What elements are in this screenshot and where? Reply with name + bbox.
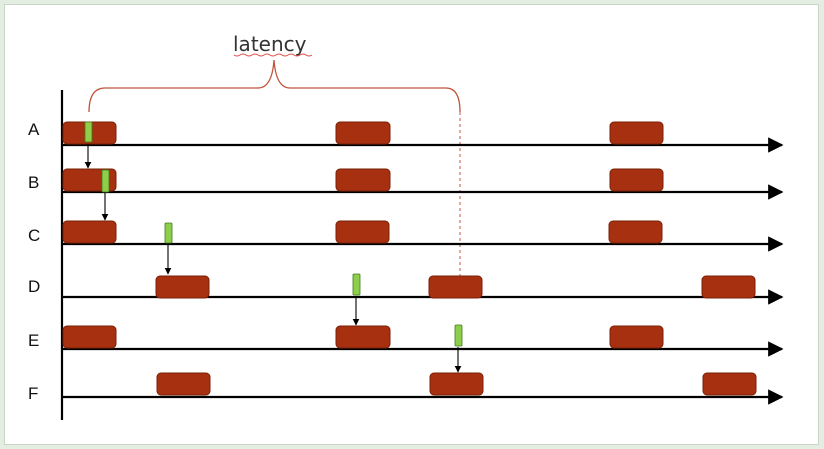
row-label-c: C — [28, 226, 40, 245]
block-f-3 — [702, 372, 757, 396]
block-e-1 — [62, 325, 117, 349]
marker-e — [454, 324, 463, 347]
block-c-1 — [62, 220, 117, 244]
marker-d — [352, 273, 361, 296]
latency-brace — [88, 59, 461, 113]
block-d-2 — [428, 275, 483, 299]
block-a-2 — [335, 121, 391, 145]
block-a-3 — [609, 121, 664, 145]
block-f-1 — [156, 372, 211, 396]
diagram-frame — [4, 4, 819, 445]
row-label-f: F — [28, 384, 38, 403]
row-label-b: B — [28, 173, 39, 192]
block-e-2 — [335, 325, 391, 349]
marker-a — [84, 121, 93, 143]
block-c-2 — [335, 220, 390, 244]
row-label-a: A — [28, 120, 40, 139]
block-d-3 — [701, 275, 756, 299]
marker-c — [164, 222, 173, 244]
block-f-2 — [429, 372, 484, 396]
latency-underline — [233, 53, 313, 57]
block-b-2 — [335, 168, 391, 192]
block-d-1 — [155, 275, 210, 299]
block-e-3 — [609, 325, 664, 349]
row-label-d: D — [28, 277, 40, 296]
block-c-3 — [608, 220, 663, 244]
block-b-3 — [609, 168, 664, 192]
marker-b — [101, 169, 110, 193]
latency-label: latency — [233, 32, 307, 56]
row-label-e: E — [28, 331, 39, 350]
